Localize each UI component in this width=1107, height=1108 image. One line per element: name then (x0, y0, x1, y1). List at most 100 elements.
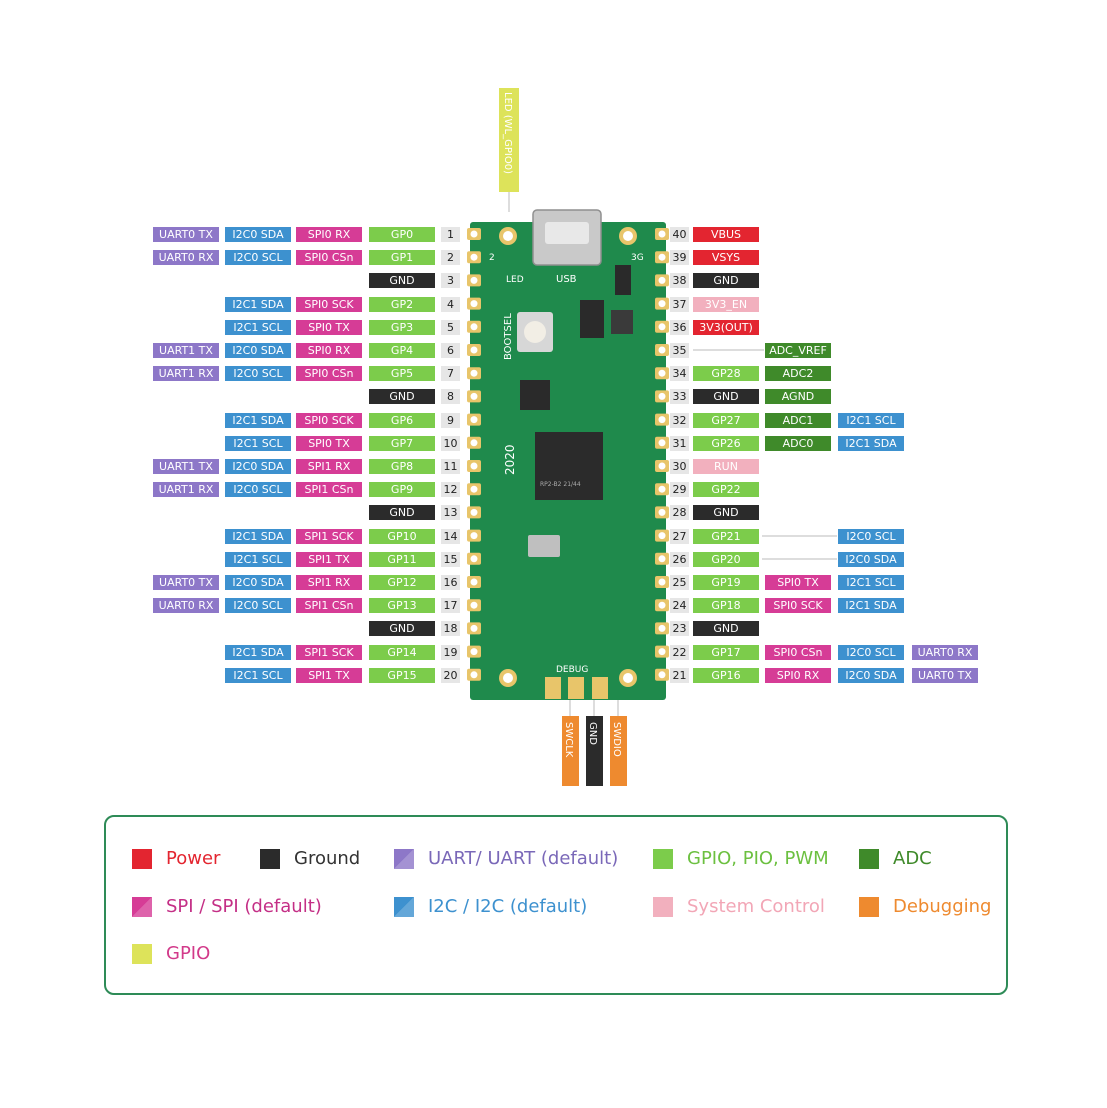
regulator (580, 300, 604, 338)
crystal (528, 535, 560, 557)
debug-pin-label: GND (587, 722, 598, 745)
pin-number-3: 3 (441, 273, 460, 288)
legend-item: Ground (260, 848, 360, 869)
pin-number-21: 21 (670, 668, 689, 683)
pin-number-25: 25 (670, 575, 689, 590)
pad-hole (470, 253, 478, 261)
debug-pin-bg (610, 716, 627, 786)
pin-label: GP13 (369, 598, 435, 613)
pin-label: I2C0 SCL (838, 645, 904, 660)
pin-label: I2C0 SCL (225, 366, 291, 381)
pin-label: SPI1 TX (296, 552, 362, 567)
corner-label-left: 2 (489, 253, 495, 263)
pin-number-24: 24 (670, 598, 689, 613)
pad-hole (658, 601, 666, 609)
pin-label: UART1 RX (153, 366, 219, 381)
pin-label: GND (693, 273, 759, 288)
legend-label: System Control (687, 896, 825, 917)
pin-label: I2C0 SDA (225, 575, 291, 590)
pin-label: UART0 TX (153, 575, 219, 590)
pin-label: GND (693, 621, 759, 636)
legend-swatch (394, 848, 414, 869)
pin-label: AGND (765, 389, 831, 404)
pin-label: GP2 (369, 297, 435, 312)
bootsel-label: BOOTSEL (503, 313, 514, 360)
pin-label: SPI0 TX (765, 575, 831, 590)
pin-label: GND (369, 273, 435, 288)
pad-hole (470, 508, 478, 516)
pin-number-4: 4 (441, 297, 460, 312)
pin-label: I2C1 SDA (225, 413, 291, 428)
debug-pin-label: SWDIO (611, 722, 622, 757)
pad-hole (470, 230, 478, 238)
mounting-hole-center (623, 673, 633, 683)
pin-number-7: 7 (441, 366, 460, 381)
pin-label: UART0 TX (153, 227, 219, 242)
pin-number-36: 36 (670, 320, 689, 335)
chip-label: RP2-B2 21/44 (540, 481, 581, 488)
pin-label: SPI0 TX (296, 320, 362, 335)
pin-label: I2C0 SDA (838, 552, 904, 567)
pin-label: SPI0 RX (765, 668, 831, 683)
legend-item: GPIO (132, 943, 210, 964)
pin-number-32: 32 (670, 413, 689, 428)
pin-label: I2C0 SDA (225, 459, 291, 474)
pin-label: UART0 RX (153, 250, 219, 265)
pad-hole (658, 300, 666, 308)
legend-label: Power (166, 848, 221, 869)
year-label: 2020 (503, 444, 517, 475)
pin-label: UART0 TX (912, 668, 978, 683)
pin-label: SPI0 CSn (296, 366, 362, 381)
pin-label: UART0 RX (912, 645, 978, 660)
pin-number-6: 6 (441, 343, 460, 358)
pin-label: SPI1 CSn (296, 598, 362, 613)
pad-hole (470, 300, 478, 308)
pin-label: GP19 (693, 575, 759, 590)
pin-number-30: 30 (670, 459, 689, 474)
pin-label: GP11 (369, 552, 435, 567)
legend: Power Ground UART/ UART (default) GPIO, PIO… (104, 815, 1008, 995)
pad-hole (658, 485, 666, 493)
legend-item: UART/ UART (default) (394, 848, 618, 869)
pin-label: UART0 RX (153, 598, 219, 613)
led-pin-label: LED (WL_GPIO0) (502, 92, 513, 174)
flash-chip (520, 380, 550, 410)
pad-hole (470, 578, 478, 586)
pin-number-18: 18 (441, 621, 460, 636)
pin-number-22: 22 (670, 645, 689, 660)
pin-number-33: 33 (670, 389, 689, 404)
pin-label: GND (693, 389, 759, 404)
pad-hole (470, 416, 478, 424)
pad-hole (658, 508, 666, 516)
legend-label: GPIO, PIO, PWM (687, 848, 829, 869)
pin-number-11: 11 (441, 459, 460, 474)
mounting-hole-center (503, 231, 513, 241)
pin-number-23: 23 (670, 621, 689, 636)
pin-number-37: 37 (670, 297, 689, 312)
pin-number-27: 27 (670, 529, 689, 544)
pin-label: I2C0 SDA (225, 227, 291, 242)
pin-number-31: 31 (670, 436, 689, 451)
pin-label: UART1 TX (153, 459, 219, 474)
pin-label: SPI0 SCK (765, 598, 831, 613)
pin-label: SPI1 RX (296, 575, 362, 590)
pad-hole (658, 555, 666, 563)
legend-item: I2C / I2C (default) (394, 896, 587, 917)
pin-label: GP17 (693, 645, 759, 660)
pin-number-39: 39 (670, 250, 689, 265)
pin-number-9: 9 (441, 413, 460, 428)
pin-label: GP1 (369, 250, 435, 265)
pin-label: 3V3_EN (693, 297, 759, 312)
pin-label: SPI0 RX (296, 343, 362, 358)
pin-number-14: 14 (441, 529, 460, 544)
pin-number-12: 12 (441, 482, 460, 497)
pin-label: I2C1 SCL (225, 552, 291, 567)
legend-swatch (859, 848, 879, 869)
pin-label: GP12 (369, 575, 435, 590)
pin-label: VBUS (693, 227, 759, 242)
pad-hole (470, 323, 478, 331)
pin-label: I2C1 SCL (225, 668, 291, 683)
pin-label: I2C1 SCL (225, 436, 291, 451)
legend-swatch (653, 848, 673, 869)
pin-label: GP18 (693, 598, 759, 613)
